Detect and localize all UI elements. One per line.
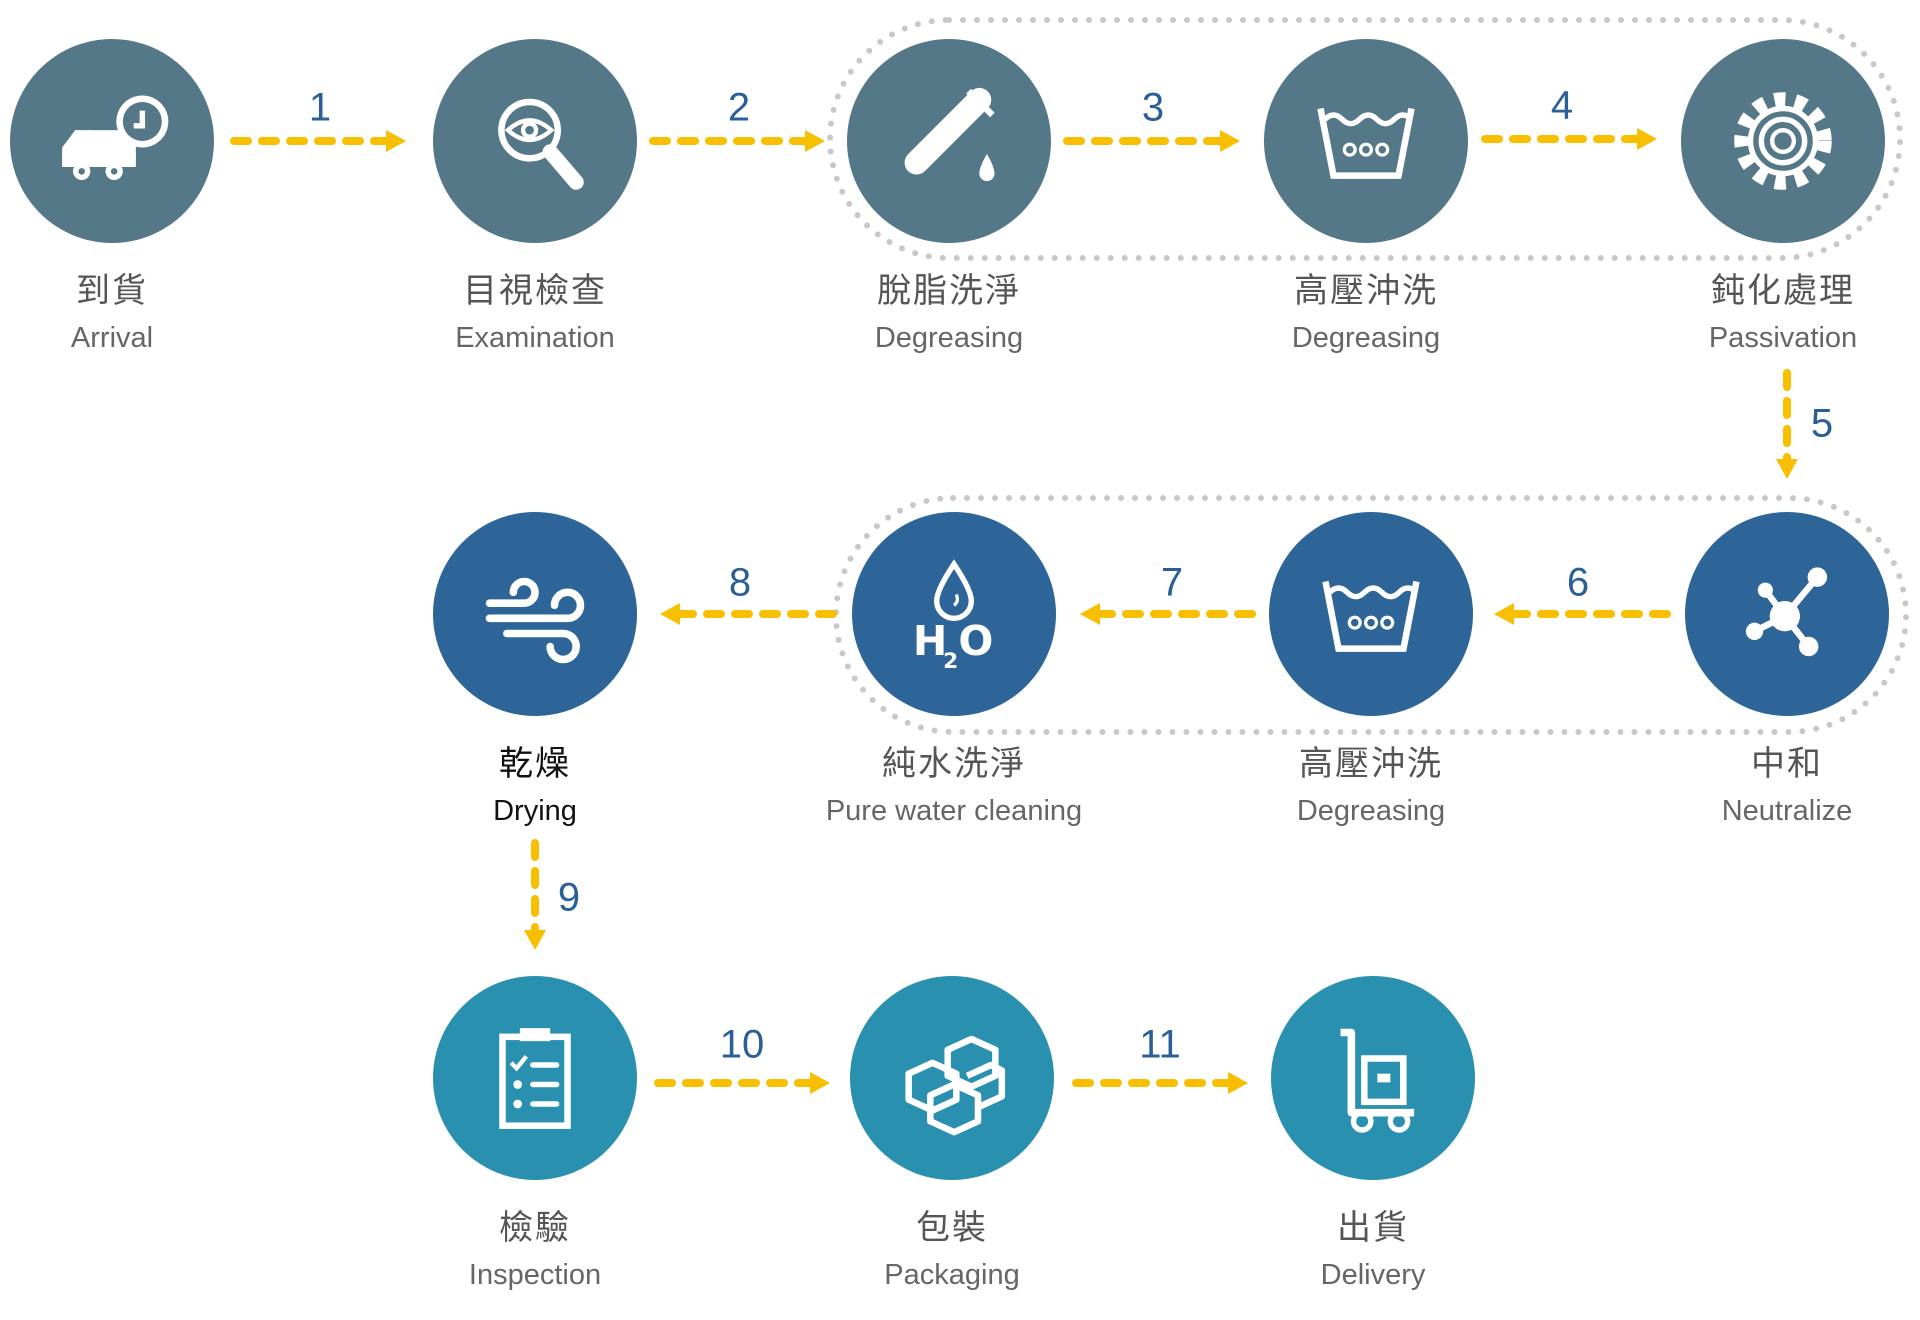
- step-label-english: Packaging: [884, 1259, 1020, 1291]
- svg-text:2: 2: [943, 649, 958, 674]
- arrowhead-icon: [1080, 603, 1100, 625]
- step-label-english: Arrival: [70, 322, 154, 354]
- step-label-chinese: 出貨: [1337, 1208, 1409, 1248]
- process-step-packaging: 包裝 Packaging: [802, 976, 1102, 1292]
- step-label-english: Degreasing: [1291, 322, 1441, 354]
- step-label-chinese: 純水洗淨: [882, 744, 1026, 784]
- step-label-chinese: 中和: [1751, 744, 1823, 784]
- step-circle: [847, 39, 1051, 243]
- flow-arrow-3: [1063, 130, 1240, 152]
- arrowhead-icon: [386, 130, 406, 152]
- wind-icon: [485, 577, 585, 664]
- molecule-icon: [1745, 567, 1828, 657]
- step-circle: [1271, 976, 1475, 1180]
- arrowhead-icon: [1776, 459, 1798, 479]
- arrowhead-icon: [1220, 130, 1240, 152]
- boxes-icon: [905, 1035, 1006, 1136]
- process-step-inspection: 檢驗 Inspection: [385, 976, 685, 1292]
- wash-basin-icon: [1317, 107, 1415, 179]
- flow-arrow-10: [654, 1072, 830, 1094]
- step-label-chinese: 鈍化處理: [1711, 271, 1855, 311]
- flow-arrow-9: [524, 839, 546, 950]
- step-circle: [1269, 512, 1473, 716]
- test-tube-icon: [904, 87, 995, 182]
- process-step-neutralize: 中和 Neutralize: [1637, 512, 1920, 828]
- gear-icon: [1734, 92, 1832, 190]
- step-circle: [433, 39, 637, 243]
- step-number: 8: [728, 560, 752, 605]
- step-circle: [1685, 512, 1889, 716]
- arrowhead-icon: [1228, 1072, 1248, 1094]
- svg-text:H: H: [913, 617, 947, 665]
- step-label-chinese: 目視檢查: [463, 271, 607, 311]
- flow-arrow-6: [1494, 603, 1671, 625]
- step-label-chinese: 高壓沖洗: [1299, 744, 1443, 784]
- step-number: 7: [1160, 560, 1184, 605]
- step-number: 4: [1550, 83, 1574, 128]
- arrowhead-icon: [1494, 603, 1514, 625]
- clipboard-checklist-icon: [499, 1028, 571, 1129]
- step-number: 1: [308, 85, 332, 130]
- group-outline-row1: [827, 17, 1903, 261]
- step-circle: [850, 976, 1054, 1180]
- step-label-english: Passivation: [1708, 322, 1858, 354]
- step-number: 5: [1810, 401, 1834, 446]
- step-label-english: Pure water cleaning: [825, 795, 1083, 827]
- magnifier-eye-icon: [498, 98, 584, 190]
- flow-arrow-2: [649, 130, 825, 152]
- step-label-english: Degreasing: [1296, 795, 1446, 827]
- step-circle: [10, 39, 214, 243]
- step-circle: [433, 976, 637, 1180]
- process-step-degreasing: 高壓沖洗 Degreasing: [1221, 512, 1521, 828]
- flow-arrow-1: [230, 130, 406, 152]
- flow-arrow-7: [1080, 603, 1256, 625]
- step-label-english: Delivery: [1320, 1259, 1426, 1291]
- process-step-delivery: 出貨 Delivery: [1223, 976, 1523, 1292]
- step-label-chinese: 檢驗: [499, 1208, 571, 1248]
- process-step-passivation: 鈍化處理 Passivation: [1633, 39, 1920, 355]
- process-step-arrival: 到貨 Arrival: [0, 39, 262, 355]
- step-label-chinese: 乾燥: [499, 744, 571, 784]
- wash-basin-icon: [1322, 580, 1420, 652]
- step-label-english: Degreasing: [874, 322, 1024, 354]
- step-number: 10: [719, 1022, 765, 1067]
- step-label-chinese: 脫脂洗淨: [877, 271, 1021, 311]
- process-step-drying: 乾燥 Drying: [385, 512, 685, 828]
- arrowhead-icon: [660, 603, 680, 625]
- truck-clock-icon: [62, 95, 169, 180]
- flow-arrow-11: [1072, 1072, 1248, 1094]
- flow-arrow-5: [1776, 369, 1798, 479]
- step-label-chinese: 高壓沖洗: [1294, 271, 1438, 311]
- flow-arrow-8: [660, 603, 837, 625]
- step-number: 6: [1566, 560, 1590, 605]
- process-step-examination: 目視檢查 Examination: [385, 39, 685, 355]
- hand-truck-icon: [1340, 1028, 1415, 1133]
- flow-arrow-4: [1481, 128, 1657, 150]
- arrowhead-icon: [1637, 128, 1657, 150]
- arrowhead-icon: [805, 130, 825, 152]
- step-circle: [1264, 39, 1468, 243]
- arrowhead-icon: [810, 1072, 830, 1094]
- step-circle: [1681, 39, 1885, 243]
- step-number: 9: [557, 875, 581, 920]
- step-label-chinese: 包裝: [916, 1208, 988, 1248]
- step-label-english: Examination: [455, 322, 615, 354]
- process-step-degreasing: 高壓沖洗 Degreasing: [1216, 39, 1516, 355]
- step-number: 2: [727, 85, 751, 130]
- step-circle: [433, 512, 637, 716]
- step-label-english: Inspection: [468, 1259, 602, 1291]
- step-label-chinese: 到貨: [76, 271, 148, 311]
- step-number: 3: [1141, 85, 1165, 130]
- svg-text:O: O: [958, 617, 993, 665]
- arrowhead-icon: [524, 930, 546, 950]
- step-label-english: Neutralize: [1721, 795, 1853, 827]
- step-number: 11: [1139, 1022, 1181, 1067]
- process-step-degreasing: 脫脂洗淨 Degreasing: [799, 39, 1099, 355]
- step-label-english: Drying: [493, 795, 577, 827]
